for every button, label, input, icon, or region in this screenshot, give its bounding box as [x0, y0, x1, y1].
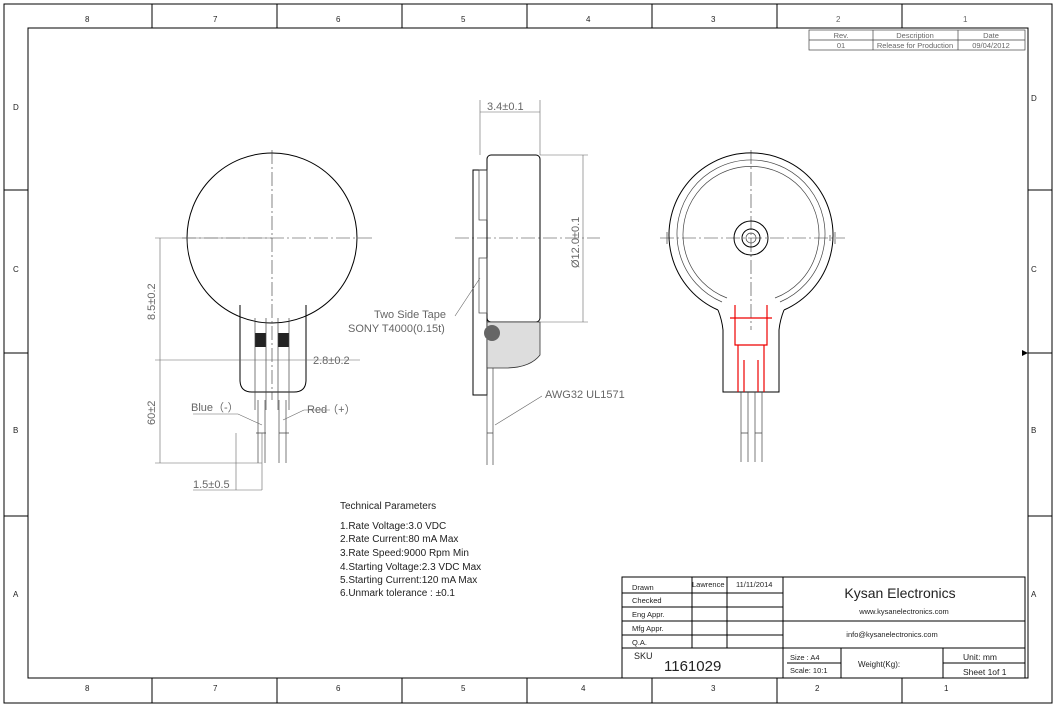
drawn-by: Lawrence [692, 580, 725, 589]
sku-value: 1161029 [664, 658, 721, 675]
zone-col: 8 [85, 15, 90, 24]
unit: Unit: mm [963, 652, 997, 662]
dim-strip: 1.5±0.5 [193, 479, 230, 491]
tech-item: 6.Unmark tolerance : ±0.1 [340, 588, 455, 599]
zone-row: A [13, 590, 19, 599]
zone-labels: 8 7 6 5 4 3 2 1 8 7 6 5 4 3 2 1 D C B A … [13, 15, 1037, 693]
rev-date: 09/04/2012 [972, 41, 1010, 50]
tech-item: 4.Starting Voltage:2.3 VDC Max [340, 562, 481, 573]
dim-tab-width: 2.8±0.2 [313, 355, 350, 367]
tech-item: 2.Rate Current:80 mA Max [340, 534, 458, 545]
zone-row: A [1031, 590, 1037, 599]
zone-row: B [1031, 426, 1036, 435]
tape-spec-label: SONY T4000(0.15t) [348, 323, 445, 335]
tape-label: Two Side Tape [374, 309, 446, 321]
zone-row: B [13, 426, 18, 435]
tech-item: 3.Rate Speed:9000 Rpm Min [340, 548, 469, 559]
sheet-size: Size : A4 [790, 653, 820, 662]
zone-col: 6 [336, 684, 341, 693]
zone-col: 1 [944, 684, 949, 693]
blue-wire-label: Blue（-） [191, 401, 239, 414]
wire-spec-label: AWG32 UL1571 [545, 389, 625, 401]
zone-col: 3 [711, 15, 716, 24]
zone-col: 2 [836, 15, 841, 24]
company-name: Kysan Electronics [844, 585, 955, 601]
zone-col: 1 [963, 15, 968, 24]
dim-side-width: 3.4±0.1 [487, 101, 524, 113]
front-view: 8.5±0.2 60±2 2.8±0.2 1.5±0.5 Blue（-） Red… [146, 150, 372, 491]
zone-col: 4 [581, 684, 586, 693]
title-block: Drawn Checked Eng Appr. Mfg Appr. Q.A. L… [621, 576, 1026, 679]
role-checked: Checked [632, 596, 662, 605]
weight-label: Weight(Kg): [858, 660, 900, 669]
role-mfg-appr: Mfg Appr. [632, 624, 664, 633]
role-eng-appr: Eng Appr. [632, 610, 665, 619]
zone-col: 6 [336, 15, 341, 24]
date-header: Date [983, 31, 999, 40]
red-wire-label: Red（+） [307, 403, 356, 416]
revision-table: Rev. Description Date 01 Release for Pro… [808, 29, 1026, 51]
technical-parameters: Technical Parameters 1.Rate Voltage:3.0 … [340, 501, 481, 599]
tech-item: 5.Starting Current:120 mA Max [340, 575, 477, 586]
zone-col: 5 [461, 15, 466, 24]
scale: Scale: 10:1 [790, 666, 828, 675]
rev-value: 01 [837, 41, 845, 50]
rev-description: Release for Production [877, 41, 953, 50]
zone-row: D [1031, 94, 1037, 103]
zone-ticks [4, 4, 1052, 703]
zone-col: 8 [85, 684, 90, 693]
role-qa: Q.A. [632, 638, 647, 647]
sku-label: SKU [634, 651, 653, 661]
tech-title: Technical Parameters [340, 501, 436, 512]
zone-row: D [13, 103, 19, 112]
zone-row: C [1031, 265, 1037, 274]
zone-col: 2 [815, 684, 820, 693]
sheet-number: Sheet 1of 1 [963, 667, 1007, 677]
rev-header: Rev. [834, 31, 849, 40]
side-view: 3.4±0.1 Ø12.0±0.1 Two Side Tape SONY T40… [348, 100, 625, 465]
tech-item: 1.Rate Voltage:3.0 VDC [340, 521, 446, 532]
company-website: www.kysanelectronics.com [858, 607, 949, 616]
dim-lead-length: 60±2 [146, 401, 158, 425]
zone-col: 4 [586, 15, 591, 24]
zone-col: 3 [711, 684, 716, 693]
zone-col: 7 [213, 15, 218, 24]
dim-height-tab: 8.5±0.2 [146, 283, 158, 320]
description-header: Description [896, 31, 934, 40]
drawn-date: 11/11/2014 [736, 580, 772, 589]
dim-diameter: Ø12.0±0.1 [570, 217, 582, 268]
rear-view [660, 150, 845, 462]
role-drawn: Drawn [632, 583, 654, 592]
arrow-marker [1022, 350, 1028, 356]
zone-col: 7 [213, 684, 218, 693]
zone-col: 5 [461, 684, 466, 693]
zone-row: C [13, 265, 19, 274]
company-email: info@kysanelectronics.com [846, 630, 937, 639]
